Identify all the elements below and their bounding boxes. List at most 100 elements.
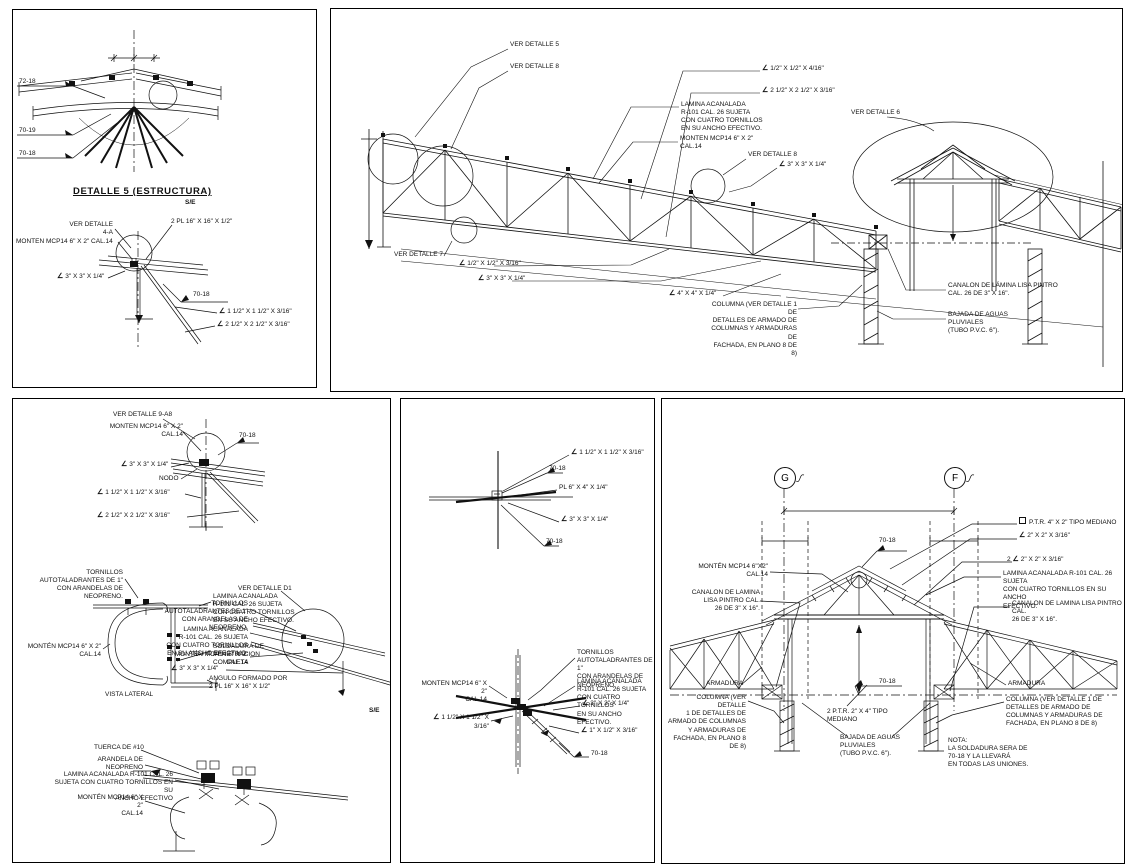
detail-callout: VER DETALLE 9-A8	[113, 411, 173, 418]
weld-node-marks	[65, 75, 193, 323]
angle-callout: 1/2" X 1/2" X 3/16"	[459, 260, 521, 269]
angle-section-icon	[121, 461, 127, 470]
downspout-callout: BAJADA DE AGUAS PLUVIALES (TUBO P.V.C. 6…	[840, 734, 900, 758]
angle-section-icon	[171, 665, 177, 674]
angle-callout: 1" X 1/2" X 3/16"	[581, 727, 637, 736]
angle-section-icon	[779, 161, 785, 170]
weld-symbol-label: 72-18	[19, 78, 36, 85]
gutter-callout: CANALON DE LAMINA LISA PINTRO CAL. 26 DE…	[1012, 600, 1122, 624]
leader-lines	[414, 48, 946, 320]
truss-label: ARMADURA	[1008, 680, 1046, 687]
tube-callout: P.T.R. 4" X 2" TIPO MEDIANO	[1019, 517, 1116, 527]
column-callout: COLUMNA (VER DETALLE 1 DE DETALLES DE AR…	[711, 301, 797, 357]
angle-section-icon	[57, 273, 63, 282]
weld-symbol-label: 70-18	[193, 291, 210, 298]
nut-callout: TUERCA DE #10	[94, 744, 144, 751]
weld-symbol-label: 70-19	[19, 127, 36, 134]
angle-callout: 2 1/2" X 2 1/2" X 3/16"	[97, 512, 169, 521]
column-callout: COLUMNA (VER DETALLE 1 DE DETALLES DE AR…	[1006, 696, 1103, 728]
angle-section-icon	[219, 308, 225, 317]
member-callout: MONTÉN MCP14 6"X2" CAL.14	[698, 563, 768, 579]
angle-section-icon	[97, 512, 103, 521]
detail-callout: VER DETALLE 5	[510, 41, 560, 48]
detail-callout: VER DETALLE 6	[851, 109, 901, 116]
sheet-callout: LAMINA ACANALADA R-101 CAL. 26 SUJETA CO…	[681, 101, 763, 133]
member-callout: MONTEN MCP14 6" X 2" CAL.14	[680, 135, 754, 151]
member-callout: MONTÉN MCP14 6" X 2" CAL.14	[174, 651, 248, 667]
angle-callout: 1/2" X 1/2" X 4/16"	[762, 65, 824, 74]
detail-callout: VER DETALLE 8	[748, 151, 798, 158]
angle-callout: 1 1/2" X 1 1/2" X 3/16"	[97, 489, 169, 498]
angle-callout: 1 1/2" X 1 1/2" X 3/16"	[219, 308, 291, 317]
angle-section-icon	[561, 516, 567, 525]
member-callout: MONTEN MCP14 6" X 2" CAL.14	[421, 680, 487, 704]
panel-details-center: 1 1/2" X 1 1/2" X 3/16" 70-18 PL 6" X 4"…	[400, 398, 655, 863]
weld-symbol-label: 70-18	[549, 465, 566, 472]
truss-elevation-drawing	[361, 48, 1122, 367]
panel-details-left: VER DETALLE 9-A8 MONTEN MCP14 6" X 2" CA…	[12, 398, 391, 863]
weld-callout: SOLDADURA DE PENETRACION COMPLETA	[213, 643, 264, 667]
details-left-drawing	[93, 418, 390, 852]
gutter-callout: CANALON DE LAMINA LISA PINTRO CAL. 26 DE…	[691, 589, 760, 613]
member-callout: MONTÉN MCP14 6" X 2" CAL.14	[77, 794, 143, 818]
ptr-square-icon	[1019, 517, 1026, 524]
plate-callout: PL 6" X 4" X 1/4"	[559, 484, 608, 491]
angle-callout: 2 1/2" X 2 1/2" X 3/16"	[217, 321, 289, 330]
angle-section-icon	[433, 714, 439, 723]
angle-callout: 3" X 3" X 1/4"	[171, 665, 218, 674]
detail-callout: VER DETALLE 7	[394, 251, 444, 258]
plate-callout: 2 PL 16" X 16" X 1/2"	[171, 218, 233, 225]
fastener-callout: TORNILLOS AUTOTALADRANTES DE 1" CON ARAN…	[39, 569, 123, 601]
angle-section-icon	[762, 65, 768, 74]
scale-note: S/E	[369, 707, 380, 714]
member-callout: MONTEN MCP14 6" X 2" CAL.14	[16, 238, 113, 245]
panel-detalle-5: 72-18 70-19 70-18 DETALLE 5 (ESTRUCTURA)…	[12, 9, 317, 388]
detail-title: DETALLE 5 (ESTRUCTURA)	[73, 186, 212, 197]
angle-section-icon	[1019, 532, 1025, 541]
plate-callout: ANGULO FORMADO POR 2 PL 16" X 16" X 1/2"	[209, 675, 288, 691]
angle-callout: 3" X 3" X 1/4"	[582, 700, 629, 709]
monitor-section-drawing	[669, 474, 1118, 752]
angle-callout: 2 2" X 2" X 3/16"	[1007, 556, 1063, 565]
node-label: NODO	[159, 475, 179, 482]
grid-axis-bubble-f: F	[944, 467, 966, 489]
truss-label: ARMADURA	[706, 680, 744, 687]
detail-callout: VER DETALLE 8	[510, 63, 560, 70]
angle-section-icon	[459, 260, 465, 269]
monitor-and-right-bay	[831, 144, 1122, 367]
angle-section-icon	[97, 489, 103, 498]
angle-section-icon	[217, 321, 223, 330]
sheet-callout: LAMINA ACANALADA R-101 CAL. 26 SUJETA CO…	[54, 771, 173, 803]
detalle-5-drawing	[17, 30, 228, 348]
panel-truss-elevation: VER DETALLE 5 VER DETALLE 8 1/2" X 1/2" …	[330, 8, 1123, 392]
weld-symbol-label: 70-18	[546, 538, 563, 545]
fastener-callout: TORNILLOS AUTOTALADRANTES DE 1" CON ARAN…	[577, 649, 653, 689]
view-title: VISTA LATERAL	[105, 691, 154, 698]
sheet-callout: LAMINA ACANALADA R-101 CAL. 26 SUJETA CO…	[1003, 570, 1113, 610]
angle-callout: 3" X 3" X 1/4"	[121, 461, 168, 470]
sheet-callout: LAMINA ACANALADA R-101 CAL. 26 SUJETA CO…	[213, 593, 295, 625]
detail-callout: VER DETALLE 4-A	[69, 221, 113, 237]
weld-symbol-label: 70-18	[879, 537, 896, 544]
angle-section-icon	[762, 87, 768, 96]
angle-callout: 3" X 3" X 1/4"	[561, 516, 608, 525]
weld-symbol-label: 70-18	[19, 150, 36, 157]
sheet-callout: LÁMINA ACANALADA R-101 CAL. 26 SUJETA CO…	[577, 678, 647, 726]
angle-callout: 4" X 4" X 1/4"	[669, 290, 716, 299]
weld-symbol-label: 70-18	[239, 432, 256, 439]
angle-callout: 3" X 3" X 1/4"	[57, 273, 104, 282]
column-callout: COLUMNA (VER DETALLE 1 DE DETALLES DE AR…	[668, 694, 747, 750]
angle-callout: 3" X 3" X 1/4"	[478, 275, 525, 284]
panel-monitor-section: G F 70-18 P.T.R. 4" X 2" TIPO MEDIANO 2"…	[661, 398, 1125, 864]
angle-callout: 1 1/2" X 1 1/2" X 3/16"	[571, 449, 643, 458]
weld-symbol-label: 70-18	[879, 678, 896, 685]
gutter-callout: CANALON DE LÁMINA LISA PINTRO CAL. 26 DE…	[948, 282, 1058, 298]
angle-section-icon	[669, 290, 675, 299]
member-callout: MONTÉN MCP14 6" X 2" CAL.14	[27, 643, 101, 659]
weld-symbol-label: 70-18	[591, 750, 608, 757]
angle-callout: 2" X 2" X 3/16"	[1019, 532, 1070, 541]
angle-section-icon	[582, 700, 588, 709]
angle-callout: 1 1/2" X 1 1/2" X 3/16"	[419, 714, 489, 731]
scale-note: S/E	[185, 199, 196, 206]
